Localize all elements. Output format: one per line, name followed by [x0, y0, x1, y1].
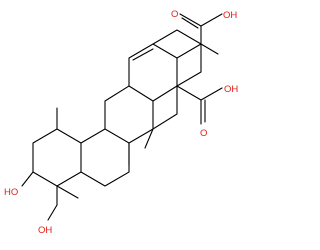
double-bond-inner: [132, 48, 154, 61]
ch2oh-to-oh-bond: [47, 204, 58, 221]
hydroxyl-bottom-label: OH: [38, 225, 52, 236]
molecule-drawing: OH O OH O HO OH: [4, 9, 238, 236]
cooh-lower-oh-label: OH: [224, 84, 238, 95]
hydroxyl-left-label: HO: [4, 187, 18, 198]
ring-d: [128, 43, 178, 102]
atom-labels: OH O OH O HO OH: [4, 9, 238, 236]
structure-canvas: OH O OH O HO OH: [4, 9, 239, 236]
ring-e: [152, 25, 219, 130]
lower-carboxyl: [176, 85, 223, 125]
ring-a: [32, 107, 82, 187]
ring-c: [104, 85, 154, 166]
cooh-top-o-label: O: [171, 9, 178, 20]
ring-a-substituents: [21, 171, 79, 221]
methyl-c14-bond: [144, 128, 154, 149]
methyl-c20-bond: [200, 43, 219, 55]
upper-carboxyl: [179, 13, 223, 29]
ring-b: [80, 128, 130, 187]
cooh-lower-o-label: O: [200, 128, 207, 139]
c3-oh-bond: [21, 171, 34, 187]
cooh-top-oh-label: OH: [223, 10, 237, 21]
methyl-c4-bond: [56, 185, 79, 199]
